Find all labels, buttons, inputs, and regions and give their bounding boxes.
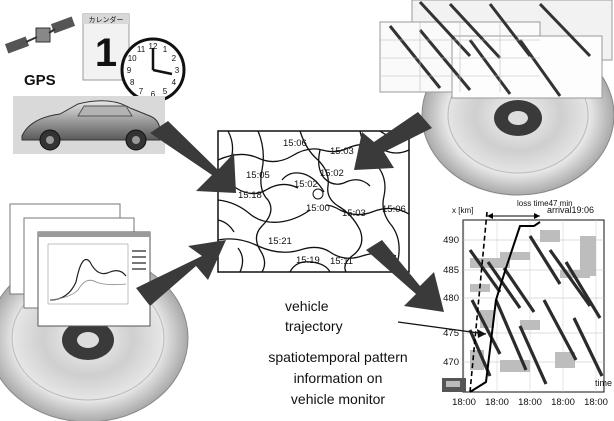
car-photo (13, 96, 165, 154)
congestion-block (540, 230, 560, 242)
map-time-label: 15:03 (330, 146, 354, 157)
clock-numeral: 7 (139, 87, 144, 96)
loss-time-arrowhead-right (534, 213, 540, 219)
loss-time-label: loss time47 min (517, 199, 573, 208)
jam-streak (494, 299, 528, 371)
car-thumbnail-window (446, 381, 460, 387)
spatiotemporal-caption: spatiotemporal pattern information on ve… (268, 349, 407, 407)
map-time-label: 15:00 (306, 203, 330, 214)
map-time-label: 15:18 (238, 190, 262, 201)
caption-line-2: information on (294, 370, 383, 386)
clock-numeral: 1 (163, 45, 168, 54)
x-tick-label: 18:00 (584, 397, 608, 408)
jam-streak (528, 235, 562, 285)
graph-window-stack (9, 203, 151, 327)
map-time-label: 15:21 (268, 236, 292, 247)
y-tick-label: 485 (443, 265, 459, 276)
clock-numeral: 4 (172, 78, 177, 87)
map-time-label: 15:05 (246, 170, 270, 181)
y-tick-label: 480 (443, 293, 459, 304)
satellite-icon (4, 16, 76, 54)
clock-numeral: 9 (127, 66, 132, 75)
clock-numeral: 10 (128, 54, 137, 63)
vehicle-trajectory-line (469, 221, 541, 393)
jam-streak (518, 325, 548, 385)
jam-streak (564, 261, 602, 319)
arrow-topright-to-map (354, 112, 432, 170)
arrow-bottomleft-to-map (136, 240, 226, 306)
loss-time-arrowhead-left (487, 213, 493, 219)
caption-line-3: vehicle monitor (291, 391, 385, 407)
map-time-label: 15:06 (283, 138, 307, 149)
congestion-block (555, 352, 575, 368)
jam-streak (542, 299, 578, 361)
map-time-label: 15:02 (294, 179, 318, 190)
trajectory-pointer-line (397, 321, 487, 335)
congestion-block (520, 320, 540, 330)
chart-y-axis-label: x [km] (452, 206, 473, 215)
spatiotemporal-chart: x [km] loss time47 min arrival19:06 490 4… (442, 199, 612, 408)
chart-x-axis-label: time (595, 378, 612, 388)
arrow-map-to-chart (366, 240, 444, 312)
calendar-header: カレンダー (89, 15, 124, 24)
y-tick-label: 470 (443, 357, 459, 368)
congestion-block (500, 252, 530, 260)
map-time-label: 15:03 (342, 208, 366, 219)
clock-numeral: 2 (172, 54, 177, 63)
map-time-label: 15:06 (382, 204, 406, 215)
x-tick-label: 18:00 (452, 397, 476, 408)
clock-numeral: 8 (130, 78, 135, 87)
clock-numeral: 3 (175, 66, 180, 75)
map-time-label: 15:19 (296, 255, 320, 266)
jam-streak (572, 317, 604, 377)
clock-numeral: 12 (149, 42, 158, 51)
x-tick-label: 18:00 (551, 397, 575, 408)
jam-streak (548, 249, 592, 307)
flow-arrows (136, 112, 444, 312)
trajectory-pointer-head (477, 329, 486, 338)
y-tick-label: 475 (443, 328, 459, 339)
clock-numeral: 11 (137, 45, 146, 54)
jam-streak (468, 249, 502, 293)
jam-streak (470, 299, 502, 355)
x-tick-label: 18:00 (518, 397, 542, 408)
map-time-label: 15:02 (320, 168, 344, 179)
clock-numeral: 5 (163, 87, 168, 96)
arrow-topleft-to-map (150, 121, 236, 193)
caption-line-1: spatiotemporal pattern (268, 349, 407, 365)
y-tick-label: 490 (443, 235, 459, 246)
x-tick-label: 18:00 (485, 397, 509, 408)
clock-numeral: 6 (151, 90, 156, 99)
vehicle-trajectory-caption: vehicle trajectory (285, 298, 343, 334)
congestion-block (580, 236, 596, 276)
gps-label: GPS (24, 72, 56, 89)
jam-streak (502, 267, 536, 313)
reference-trajectory-line (469, 211, 488, 393)
calendar-number: 1 (95, 31, 117, 75)
trajectory-label: trajectory (285, 318, 343, 334)
vehicle-label: vehicle (285, 298, 329, 314)
arrival-label: arrival19:06 (547, 205, 594, 215)
map-time-label: 15:11 (330, 256, 353, 267)
chart-screen-stack (379, 0, 613, 99)
jam-streak (486, 261, 522, 309)
